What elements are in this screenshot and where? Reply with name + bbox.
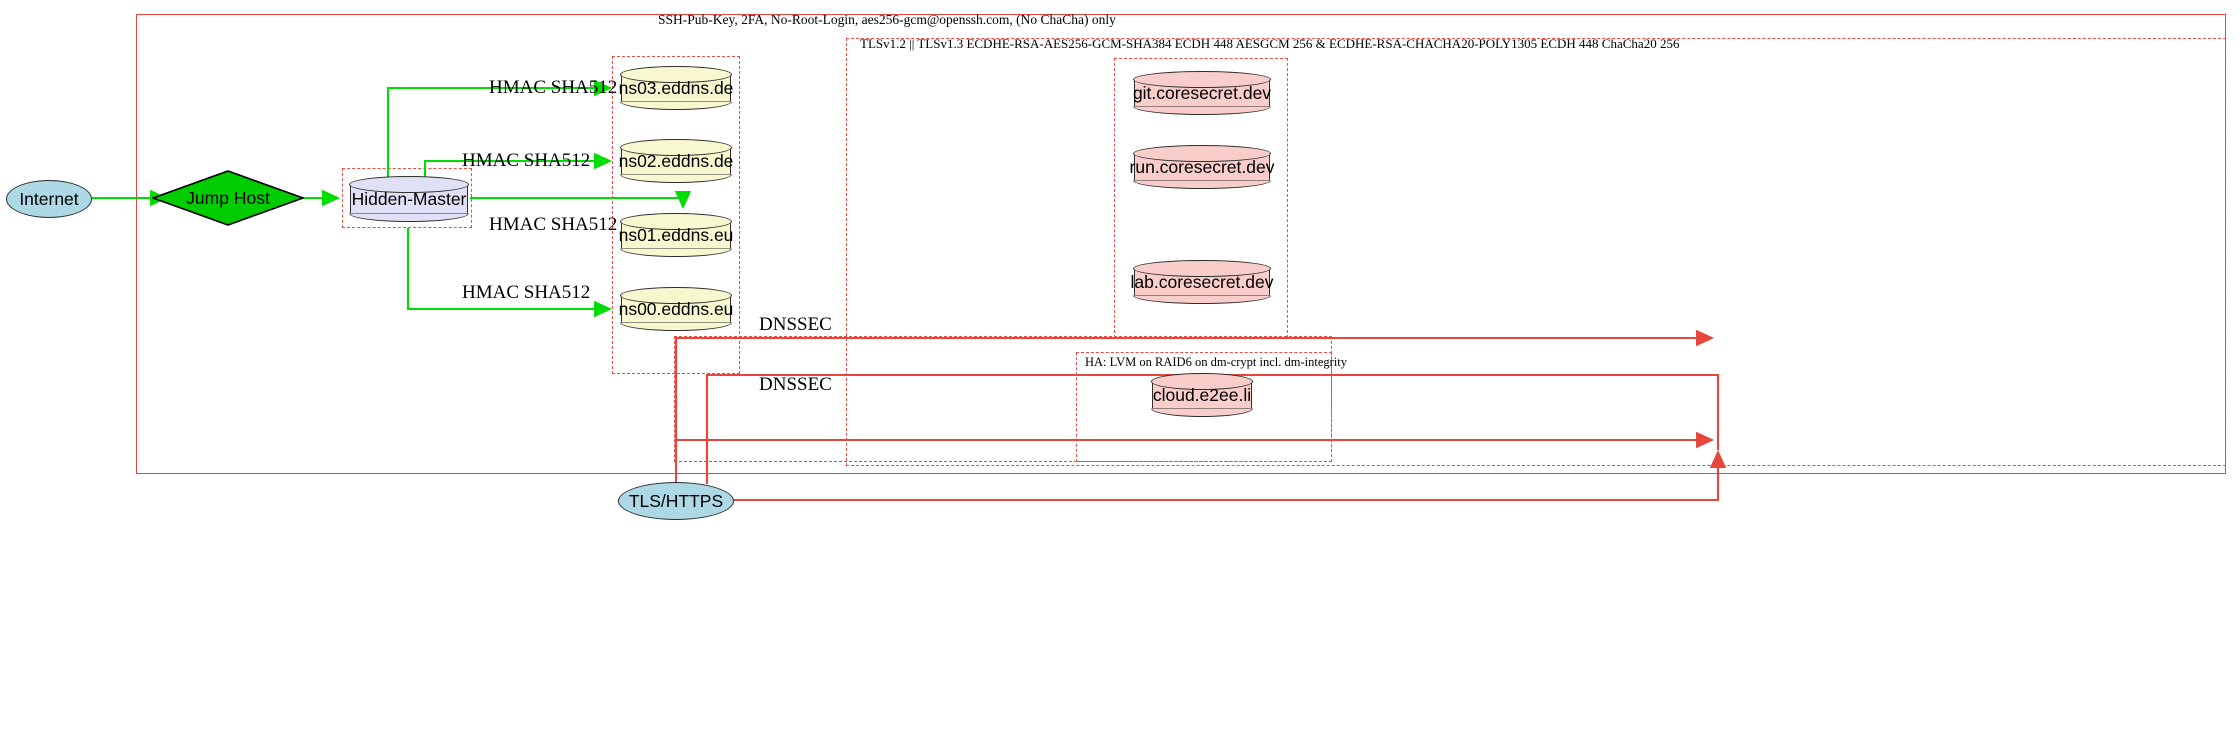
node-tls-https-label: TLS/HTTPS	[628, 490, 724, 511]
node-hidden-master[interactable]: Hidden-Master	[349, 176, 469, 214]
edge-label-hmac-ns03: HMAC SHA512	[489, 77, 618, 98]
ha-boundary-label: HA: LVM on RAID6 on dm-crypt incl. dm-in…	[1085, 355, 1348, 369]
node-ns00-label: ns00.eddns.eu	[618, 298, 734, 319]
node-ns02[interactable]: ns02.eddns.de	[618, 139, 734, 175]
node-ns02-label: ns02.eddns.de	[618, 150, 734, 171]
node-tls-https[interactable]: TLS/HTTPS	[618, 482, 734, 520]
edge-label-hmac-ns02: HMAC SHA512	[462, 150, 591, 171]
edge-label-dnssec-upper: DNSSEC	[759, 314, 832, 335]
tls-boundary-label: TLSv1.2 || TLSv1.3 ECDHE-RSA-AES256-GCM-…	[860, 36, 1680, 51]
ssh-boundary-label: SSH-Pub-Key, 2FA, No-Root-Login, aes256-…	[658, 12, 1116, 27]
node-ns03-label: ns03.eddns.de	[618, 77, 734, 98]
node-git-coresecret-label: git.coresecret.dev	[1132, 82, 1272, 103]
node-cloud-e2ee[interactable]: cloud.e2ee.li	[1151, 373, 1253, 409]
node-git-coresecret[interactable]: git.coresecret.dev	[1132, 71, 1272, 107]
node-run-coresecret[interactable]: run.coresecret.dev	[1130, 145, 1274, 181]
node-hidden-master-label: Hidden-Master	[351, 188, 467, 209]
node-lab-coresecret-label: lab.coresecret.dev	[1130, 271, 1274, 292]
node-cloud-e2ee-label: cloud.e2ee.li	[1152, 384, 1252, 405]
node-ns01[interactable]: ns01.eddns.eu	[618, 213, 734, 249]
edge-label-hmac-ns01: HMAC SHA512	[489, 214, 618, 235]
node-internet-label: Internet	[19, 188, 79, 209]
node-lab-coresecret[interactable]: lab.coresecret.dev	[1131, 260, 1274, 296]
node-internet[interactable]: Internet	[6, 180, 92, 218]
node-jump-host-label: Jump Host	[186, 187, 270, 208]
edge-label-dnssec-lower: DNSSEC	[759, 374, 832, 395]
node-ns03[interactable]: ns03.eddns.de	[618, 66, 734, 102]
node-jump-host[interactable]: Jump Host	[152, 170, 304, 226]
node-ns00[interactable]: ns00.eddns.eu	[618, 287, 734, 323]
node-ns01-label: ns01.eddns.eu	[618, 224, 734, 245]
edge-label-hmac-ns00: HMAC SHA512	[462, 282, 591, 303]
node-run-coresecret-label: run.coresecret.dev	[1129, 156, 1275, 177]
